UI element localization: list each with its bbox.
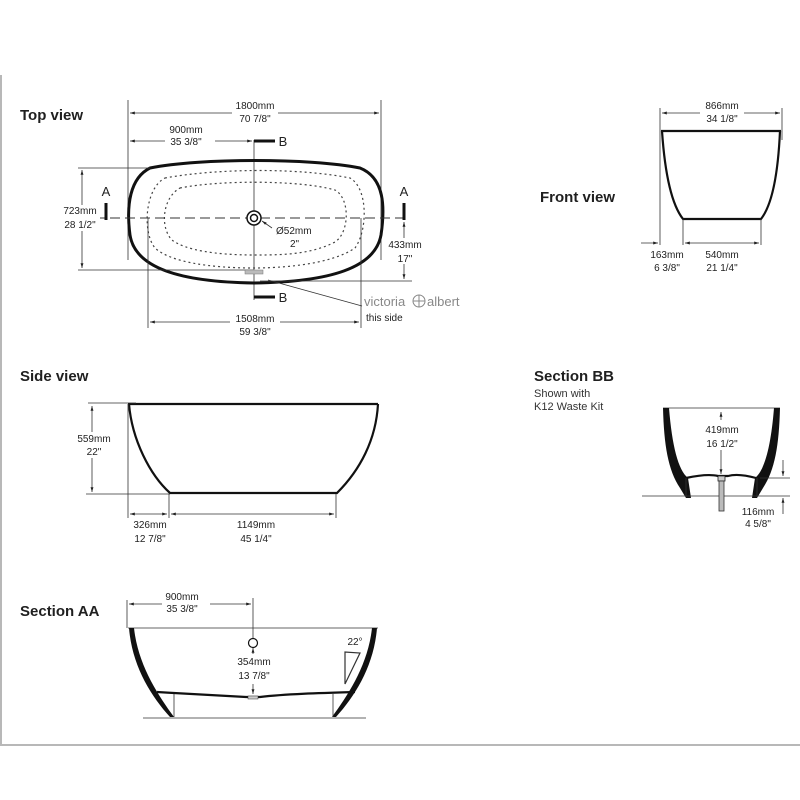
dim-aa-overflow-in: 13 7/8" bbox=[238, 671, 270, 682]
dim-aa-waste-mm: 900mm bbox=[165, 592, 198, 603]
front-view-drawing: 866mm 34 1/8" 163mm 6 3/8" 540mm 21 1/4" bbox=[641, 100, 783, 274]
section-bb-subtitle-2: K12 Waste Kit bbox=[534, 401, 604, 413]
drawing-frame bbox=[0, 75, 800, 746]
dim-front-width-in: 34 1/8" bbox=[706, 114, 738, 125]
dim-top-width-in: 28 1/2" bbox=[64, 220, 96, 231]
logo-plus-icon bbox=[412, 294, 426, 308]
top-view-drawing: 1800mm 70 7/8" 900mm 35 3/8" B B A A Ø52… bbox=[60, 99, 460, 338]
front-view-title: Front view bbox=[540, 189, 616, 206]
dim-top-width-mm: 723mm bbox=[63, 206, 96, 217]
section-bb-drawing: 419mm 16 1/2" 116mm 4 5/8" bbox=[642, 407, 790, 530]
dim-waste-edge-mm: 433mm bbox=[388, 240, 421, 251]
dim-waste-diameter-mm: Ø52mm bbox=[276, 226, 312, 237]
dim-bb-clearance-mm: 116mm bbox=[742, 507, 775, 518]
dim-front-offset-in: 6 3/8" bbox=[654, 263, 680, 274]
svg-text:B: B bbox=[279, 134, 288, 149]
section-aa-title: Section AA bbox=[20, 603, 100, 620]
dim-bb-depth-mm: 419mm bbox=[705, 425, 738, 436]
dim-inner-length-in: 59 3/8" bbox=[239, 327, 271, 338]
dim-front-base-in: 21 1/4" bbox=[706, 263, 738, 274]
svg-text:A: A bbox=[400, 184, 409, 199]
section-a-label-left: A bbox=[102, 184, 111, 199]
dim-aa-waste-in: 35 3/8" bbox=[166, 604, 198, 615]
dim-bb-clearance-in: 4 5/8" bbox=[745, 519, 771, 530]
dim-front-offset-mm: 163mm bbox=[650, 250, 683, 261]
dim-aa-overflow-mm: 354mm bbox=[237, 657, 270, 668]
side-view-title: Side view bbox=[20, 368, 89, 385]
dim-side-base-mm: 1149mm bbox=[237, 520, 275, 531]
logo-note: this side bbox=[366, 313, 403, 324]
section-bb-title: Section BB bbox=[534, 368, 615, 385]
dim-front-width-mm: 866mm bbox=[705, 101, 738, 112]
dim-side-offset-mm: 326mm bbox=[133, 520, 166, 531]
dim-aa-angle: 22° bbox=[347, 637, 362, 648]
section-b-label: B bbox=[279, 290, 288, 305]
dim-waste-diameter-in: 2" bbox=[290, 239, 300, 250]
section-bb-subtitle-1: Shown with bbox=[534, 388, 591, 400]
dim-side-offset-in: 12 7/8" bbox=[134, 534, 166, 545]
dim-top-length-in: 70 7/8" bbox=[239, 114, 271, 125]
dim-top-waste-in: 35 3/8" bbox=[170, 137, 202, 148]
dim-side-base-in: 45 1/4" bbox=[240, 534, 272, 545]
logo-victoria: victoria bbox=[364, 294, 406, 309]
dim-inner-length-mm: 1508mm bbox=[236, 314, 275, 325]
side-view-drawing: 559mm 22" 326mm 12 7/8" 1149mm 45 1/4" bbox=[74, 402, 380, 545]
dim-bb-depth-in: 16 1/2" bbox=[706, 439, 738, 450]
dim-side-height-mm: 559mm bbox=[77, 434, 110, 445]
logo-albert: albert bbox=[427, 294, 460, 309]
dim-top-waste-mm: 900mm bbox=[169, 125, 202, 136]
dim-front-base-mm: 540mm bbox=[705, 250, 738, 261]
section-aa-drawing: 900mm 35 3/8" 354mm 13 7/8" 22° bbox=[126, 592, 378, 719]
top-view-title: Top view bbox=[20, 107, 84, 124]
dim-top-length-mm: 1800mm bbox=[236, 101, 275, 112]
dim-side-height-in: 22" bbox=[87, 447, 102, 458]
dim-waste-edge-in: 17" bbox=[398, 254, 413, 265]
